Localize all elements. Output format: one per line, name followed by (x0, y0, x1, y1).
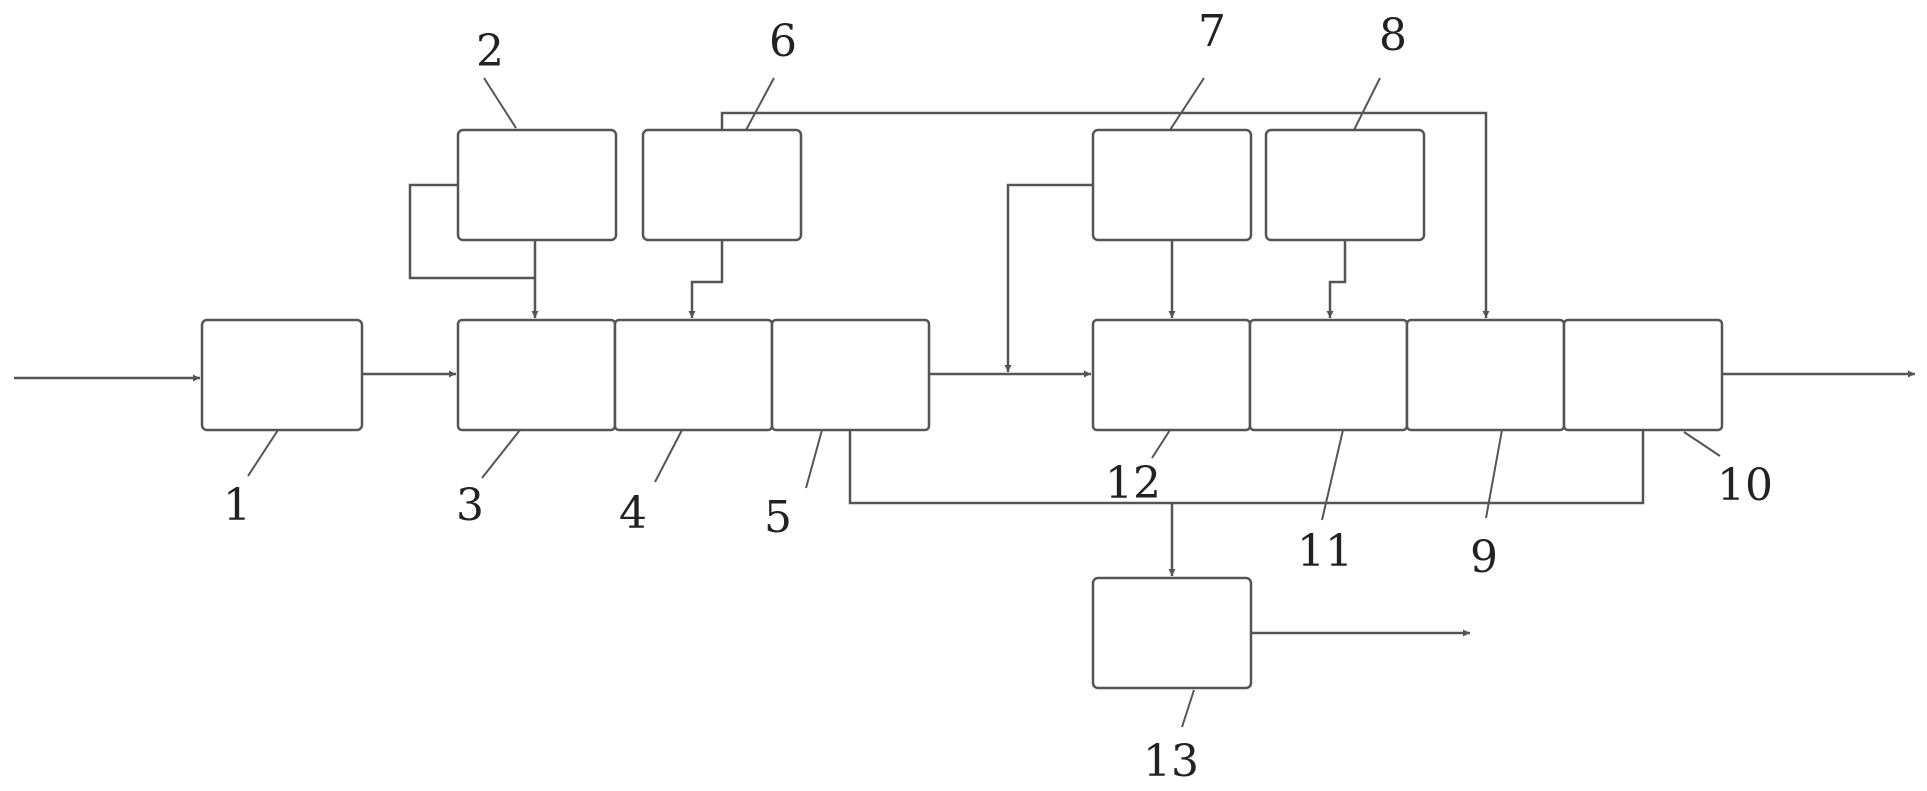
block-12 (1091, 318, 1252, 432)
arrow-8-to-11 (1326, 240, 1347, 318)
collect-line (848, 430, 1645, 505)
loop-2 (408, 183, 535, 280)
label-3: 3 (456, 480, 484, 531)
label-12: 12 (1105, 458, 1161, 509)
leader-6 (745, 77, 775, 131)
label-8: 8 (1379, 10, 1407, 61)
leader-8 (1353, 77, 1381, 131)
leader-1 (247, 429, 279, 477)
leader-11 (1321, 429, 1344, 521)
block-4 (613, 318, 774, 432)
label-13: 13 (1143, 736, 1199, 787)
leader-4 (654, 429, 683, 483)
block-1 (200, 318, 364, 432)
label-2: 2 (476, 26, 504, 77)
leader-7 (1169, 77, 1205, 131)
block-8 (1264, 128, 1426, 242)
block-2 (456, 128, 618, 242)
label-6: 6 (769, 16, 797, 67)
block-6 (641, 128, 803, 242)
leader-13 (1181, 689, 1195, 728)
arrow-6-to-4 (688, 240, 724, 318)
leader-5 (805, 429, 823, 489)
block-13 (1091, 576, 1253, 690)
leader-10 (1683, 431, 1721, 457)
label-9: 9 (1470, 532, 1498, 583)
leader-3 (481, 429, 521, 479)
arrow-6-to-9 (720, 111, 1490, 318)
leader-2 (483, 77, 517, 129)
block-7 (1091, 128, 1253, 242)
label-4: 4 (619, 488, 647, 539)
label-11: 11 (1297, 526, 1353, 577)
leader-9 (1485, 429, 1503, 519)
label-1: 1 (223, 480, 251, 531)
block-11 (1248, 318, 1409, 432)
label-7: 7 (1198, 6, 1226, 57)
block-10 (1562, 318, 1724, 432)
block-5 (770, 318, 931, 432)
label-5: 5 (764, 492, 792, 543)
block-3 (456, 318, 617, 432)
block-9 (1405, 318, 1566, 432)
label-10: 10 (1717, 460, 1773, 511)
leader-12 (1151, 429, 1171, 459)
arrow-7-to-line (1004, 183, 1093, 372)
